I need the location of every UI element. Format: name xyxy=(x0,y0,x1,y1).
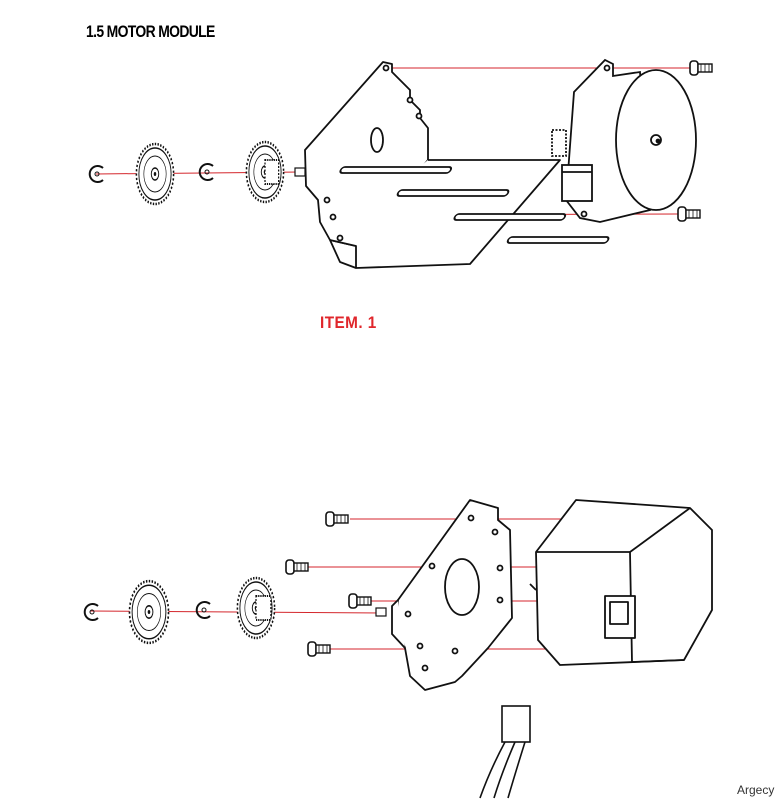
screw-icon xyxy=(285,559,309,575)
shaft-icon xyxy=(375,607,387,617)
cable-icon xyxy=(479,705,531,799)
screw-icon xyxy=(689,60,713,76)
screw-icon xyxy=(325,511,349,527)
screw-icon xyxy=(307,641,331,657)
motor-bracket-icon xyxy=(304,61,610,269)
pinion-gear-icon xyxy=(245,140,285,204)
item-label: ITEM. 1 xyxy=(320,313,377,332)
screw-icon xyxy=(677,206,701,222)
large-gear-icon xyxy=(135,142,175,206)
large-gear-icon xyxy=(128,579,170,645)
e-ring-icon xyxy=(83,603,99,621)
pinion-gear-icon xyxy=(236,576,276,640)
screw-icon xyxy=(348,593,372,609)
item-1-assembly xyxy=(88,58,713,269)
shaft-icon xyxy=(294,167,306,177)
section-heading: 1.5 MOTOR MODULE xyxy=(86,22,215,41)
e-ring-icon xyxy=(195,601,211,619)
e-ring-icon xyxy=(198,163,214,181)
dc-motor-icon xyxy=(551,58,697,223)
stepper-assembly xyxy=(83,499,713,799)
watermark-text: Argecy xyxy=(737,783,775,797)
mounting-plate-icon xyxy=(391,499,513,691)
stepper-motor-icon xyxy=(529,499,713,666)
